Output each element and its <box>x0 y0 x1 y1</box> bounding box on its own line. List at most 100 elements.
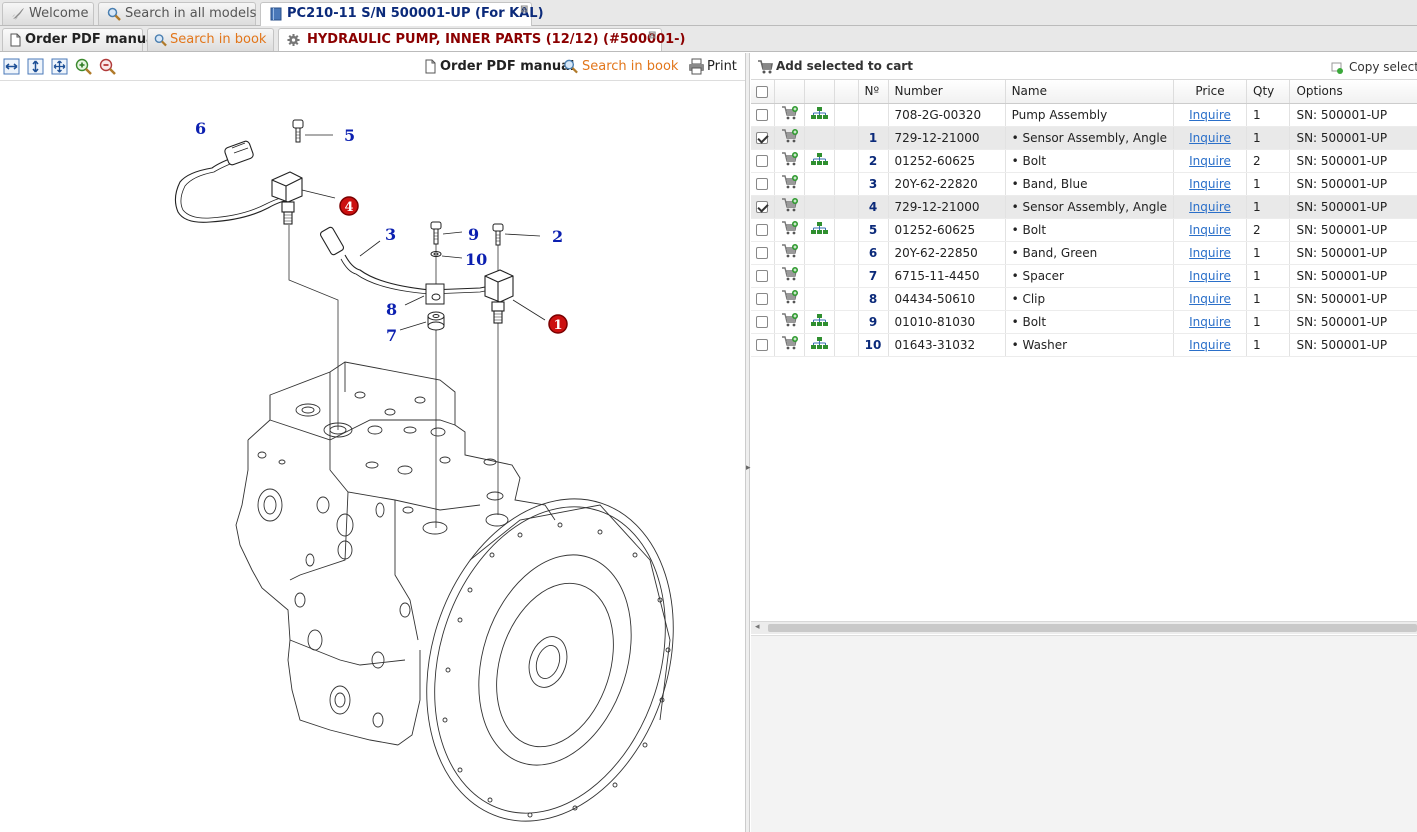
add-to-cart-icon[interactable] <box>781 313 799 330</box>
position-number[interactable]: 1 <box>858 126 889 150</box>
inquire-link[interactable]: Inquire <box>1189 153 1231 168</box>
callout-8[interactable]: 8 <box>386 300 397 319</box>
row-checkbox[interactable] <box>756 201 768 213</box>
collapse-arrow-icon[interactable]: ▸ <box>746 463 751 473</box>
subassembly-tree-icon[interactable] <box>811 336 829 353</box>
position-number[interactable]: 7 <box>858 264 889 288</box>
position-number[interactable]: 8 <box>858 287 889 311</box>
row-checkbox[interactable] <box>756 293 768 305</box>
position-number[interactable]: 3 <box>858 172 889 196</box>
callout-2[interactable]: 2 <box>552 227 563 246</box>
subassembly-tree-icon[interactable] <box>811 221 829 238</box>
add-to-cart-icon[interactable] <box>781 290 799 307</box>
close-tab-icon[interactable]: ⊠ <box>520 4 529 15</box>
fit-page-icon[interactable] <box>51 58 68 75</box>
position-number[interactable]: 6 <box>858 241 889 265</box>
close-tab-icon[interactable]: ⊠ <box>648 30 657 41</box>
tab-search-all-models[interactable]: Search in all models <box>98 2 256 25</box>
row-checkbox[interactable] <box>756 155 768 167</box>
row-checkbox[interactable] <box>756 270 768 282</box>
fit-width-icon[interactable] <box>3 58 20 75</box>
print-link[interactable]: Print <box>707 59 737 74</box>
callout-1-marker[interactable]: 1 <box>548 314 568 334</box>
add-to-cart-icon[interactable] <box>781 198 799 215</box>
header-select-all[interactable] <box>751 80 776 104</box>
header-options[interactable]: Options <box>1289 80 1417 104</box>
row-checkbox[interactable] <box>756 224 768 236</box>
header-qty[interactable]: Qty <box>1246 80 1291 104</box>
subassembly-tree-icon[interactable] <box>811 313 829 330</box>
add-to-cart-icon[interactable] <box>781 244 799 261</box>
add-to-cart-icon[interactable] <box>781 106 799 123</box>
inquire-link[interactable]: Inquire <box>1189 199 1231 214</box>
row-checkbox[interactable] <box>756 109 768 121</box>
inquire-link[interactable]: Inquire <box>1189 337 1231 352</box>
tab-order-pdf[interactable]: Order PDF manual <box>2 28 159 51</box>
inquire-link[interactable]: Inquire <box>1189 176 1231 191</box>
position-number[interactable]: 10 <box>858 333 889 357</box>
callout-9[interactable]: 9 <box>468 225 479 244</box>
horizontal-scrollbar[interactable]: ◂ <box>751 621 1417 634</box>
panel-splitter[interactable]: ▸ <box>745 53 751 832</box>
subassembly-tree-icon[interactable] <box>811 152 829 169</box>
callout-5[interactable]: 5 <box>344 126 355 145</box>
tab-model-pc210[interactable]: PC210-11 S/N 500001-UP (For KAL) ⊠ <box>260 2 544 26</box>
inquire-link[interactable]: Inquire <box>1189 130 1231 145</box>
inquire-link[interactable]: Inquire <box>1189 107 1231 122</box>
inquire-link[interactable]: Inquire <box>1189 314 1231 329</box>
zoom-in-icon[interactable] <box>75 58 92 75</box>
add-to-cart-icon[interactable] <box>781 129 799 146</box>
add-selected-to-cart-button[interactable]: Add selected to cart <box>776 59 913 73</box>
callout-3[interactable]: 3 <box>385 225 396 244</box>
add-to-cart-icon[interactable] <box>781 336 799 353</box>
row-checkbox[interactable] <box>756 178 768 190</box>
position-number[interactable]: 2 <box>858 149 889 173</box>
header-pos[interactable]: Nº <box>858 80 889 104</box>
row-checkbox[interactable] <box>756 247 768 259</box>
fit-height-icon[interactable] <box>27 58 44 75</box>
callout-4-marker[interactable]: 4 <box>339 196 359 216</box>
position-number[interactable]: 9 <box>858 310 889 334</box>
header-number[interactable]: Number <box>888 80 1006 104</box>
header-name[interactable]: Name <box>1005 80 1175 104</box>
add-to-cart-icon[interactable] <box>781 175 799 192</box>
inquire-link[interactable]: Inquire <box>1189 222 1231 237</box>
tab-search-in-book[interactable]: Search in book <box>147 28 274 51</box>
position-number[interactable]: 4 <box>858 195 889 219</box>
position-number[interactable] <box>858 103 889 127</box>
add-to-cart-icon[interactable] <box>781 267 799 284</box>
tab-hydraulic-pump[interactable]: HYDRAULIC PUMP, INNER PARTS (12/12) (#50… <box>278 28 686 51</box>
callout-7[interactable]: 7 <box>386 326 397 345</box>
scroll-left-icon[interactable]: ◂ <box>755 622 760 632</box>
row-checkbox[interactable] <box>756 339 768 351</box>
select-all-checkbox[interactable] <box>756 85 768 98</box>
inquire-link[interactable]: Inquire <box>1189 245 1231 260</box>
order-pdf-link[interactable]: Order PDF manual <box>440 59 575 74</box>
add-to-cart-icon[interactable] <box>781 221 799 238</box>
callout-6[interactable]: 6 <box>195 119 206 138</box>
scrollbar-thumb[interactable] <box>768 624 1417 632</box>
subassembly-tree-icon[interactable] <box>811 106 829 123</box>
row-checkbox[interactable] <box>756 316 768 328</box>
position-number[interactable]: 5 <box>858 218 889 242</box>
search-in-book-link[interactable]: Search in book <box>582 59 679 74</box>
inquire-link[interactable]: Inquire <box>1189 268 1231 283</box>
inquire-link[interactable]: Inquire <box>1189 291 1231 306</box>
copy-selected-button[interactable]: Copy selecte <box>1349 60 1417 74</box>
row-checkbox[interactable] <box>756 132 768 144</box>
tab-welcome[interactable]: Welcome <box>2 2 94 25</box>
add-to-cart-icon[interactable] <box>781 152 799 169</box>
zoom-out-icon[interactable] <box>99 58 116 75</box>
callout-10[interactable]: 10 <box>465 250 487 269</box>
